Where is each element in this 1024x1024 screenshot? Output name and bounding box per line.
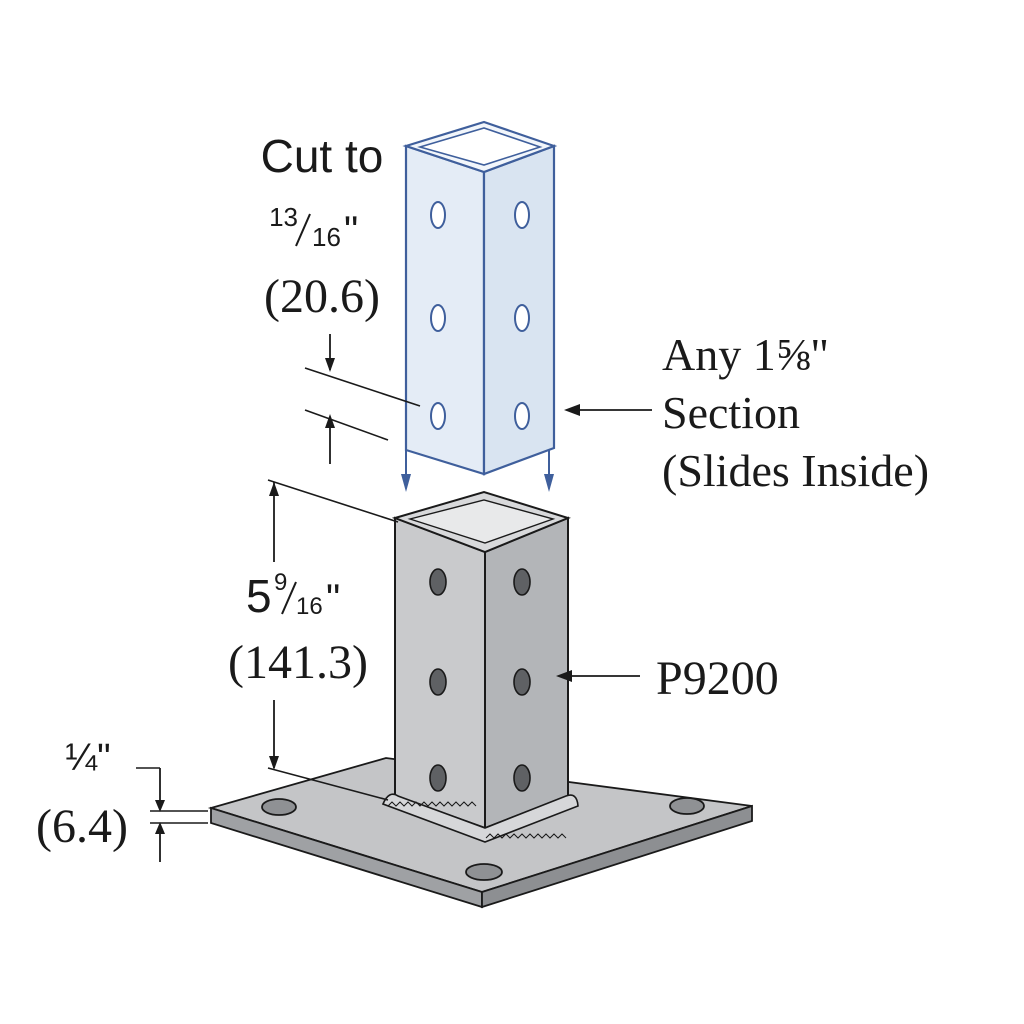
- post-top-inner: [407, 499, 556, 544]
- post-hole: [429, 568, 447, 596]
- cut-to-label: Cut to: [261, 130, 384, 182]
- part-leader: [556, 670, 640, 682]
- post-hole: [513, 568, 531, 596]
- section-label-line3: (Slides Inside): [662, 445, 929, 496]
- cut-fraction: 13 16 ": [269, 202, 358, 253]
- channel-hole: [430, 201, 446, 229]
- channel-hole: [514, 402, 530, 430]
- plate-hole-left: [261, 798, 297, 816]
- plate-right-edge: [481, 804, 753, 909]
- section-leader: [564, 404, 652, 416]
- post-hole: [513, 764, 531, 792]
- svg-text:5: 5: [246, 570, 272, 622]
- plate-hole-front: [465, 863, 503, 881]
- channel-hole: [430, 304, 446, 332]
- plate-metric-label: (6.4): [36, 800, 128, 853]
- post-hole: [429, 668, 447, 696]
- section-label-line1: Any 1⅝": [662, 329, 829, 380]
- height-dimension: [267, 479, 399, 801]
- height-fraction: 5 9 16 ": [246, 569, 340, 622]
- channel-hole: [514, 201, 530, 229]
- part-number-label: P9200: [656, 652, 779, 705]
- svg-text:16: 16: [296, 593, 323, 620]
- channel-section: [401, 120, 558, 492]
- weld-ripples: [387, 801, 567, 839]
- plate-hole-right: [669, 797, 705, 815]
- svg-text:": ": [344, 209, 358, 253]
- channel-hole: [514, 304, 530, 332]
- insert-arrow-left: [401, 450, 411, 492]
- svg-text:": ": [326, 577, 340, 621]
- channel-hole: [430, 402, 446, 430]
- channel-left-face: [404, 144, 486, 476]
- weld-bead: [381, 793, 579, 843]
- post-tube: [381, 490, 579, 843]
- section-label-line2: Section: [662, 387, 800, 438]
- svg-text:16: 16: [312, 222, 341, 252]
- svg-text:13: 13: [269, 202, 298, 232]
- plate-thickness-dimension: [136, 767, 208, 862]
- cut-metric-label: (20.6): [264, 270, 380, 323]
- channel-top-inner: [417, 127, 543, 166]
- height-metric-label: (141.3): [228, 636, 368, 689]
- post-hole: [429, 764, 447, 792]
- plate-fraction-label: ¼": [65, 737, 110, 779]
- insert-arrow-right: [544, 450, 554, 492]
- cut-dimension: [304, 334, 421, 464]
- post-hole: [513, 668, 531, 696]
- svg-text:9: 9: [274, 569, 287, 596]
